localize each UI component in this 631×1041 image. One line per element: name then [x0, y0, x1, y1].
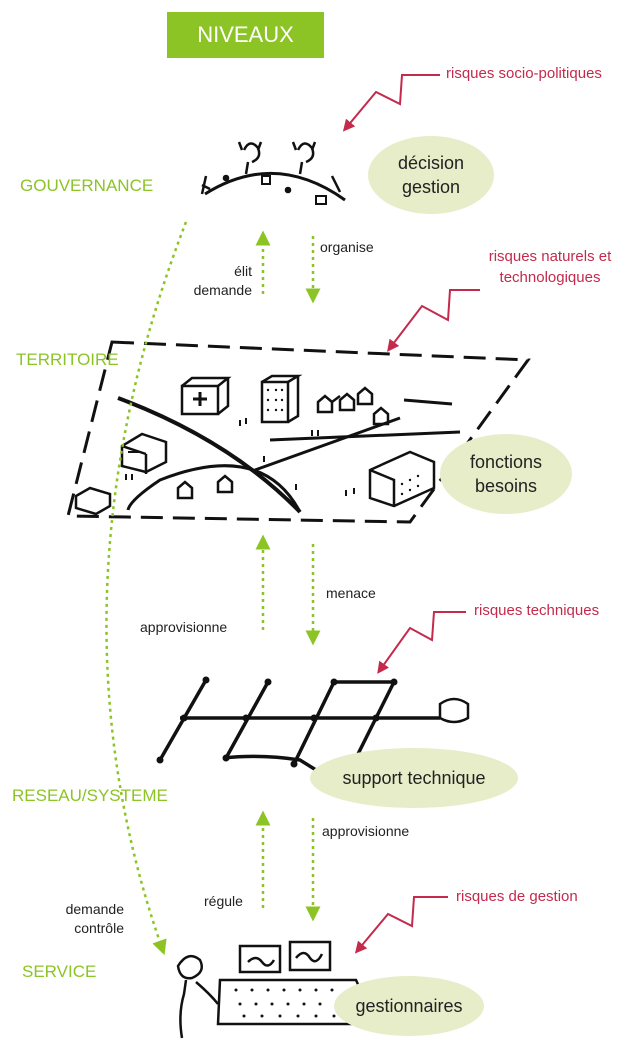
level-service: SERVICE: [22, 962, 97, 981]
ellipse-decision-gestion: décision gestion: [368, 136, 494, 214]
relation-demande: demande: [193, 282, 252, 298]
level-territoire: TERRITOIRE: [16, 350, 119, 369]
network-sketch: [156, 676, 470, 772]
relation-organise: organise: [320, 239, 374, 255]
arrow-demande-controle: [105, 221, 188, 956]
risk-naturels-line2: technologiques: [499, 269, 601, 286]
relation-demande-controle: demande contrôle: [40, 900, 124, 938]
risk-techniques: risques techniques: [474, 602, 600, 619]
relation-approvisionne-down: approvisionne: [322, 823, 410, 839]
ellipse-fonctions-line1: fonctions: [469, 452, 543, 472]
title-label: NIVEAUX: [197, 22, 294, 47]
ellipse-decision-line1: décision: [397, 153, 465, 173]
ellipse-support-technique: support technique: [310, 748, 518, 808]
relation-controle-line: contrôle: [74, 920, 124, 936]
ellipse-support-label: support technique: [342, 768, 486, 788]
relation-approvisionne-up: approvisionne: [140, 619, 228, 635]
ellipse-gestionnaires: gestionnaires: [334, 976, 484, 1036]
ellipse-fonctions-besoins: fonctions besoins: [440, 434, 572, 514]
relation-demande-line: demande: [65, 901, 124, 917]
relation-menace: menace: [326, 585, 376, 601]
relation-elit: élit: [234, 263, 252, 279]
risk-naturels-technologiques: risques naturels et technologiques: [470, 246, 630, 288]
risk-gestion: risques de gestion: [456, 888, 578, 905]
lightning-techniques: [377, 611, 466, 674]
ellipse-decision-line2: gestion: [401, 177, 461, 197]
level-gouvernance: GOUVERNANCE: [20, 176, 154, 195]
lightning-socio: [342, 74, 440, 132]
governance-sketch: [200, 141, 346, 205]
lightning-naturels: [387, 289, 480, 352]
title-box: NIVEAUX: [167, 12, 324, 58]
relation-regule: régule: [204, 893, 243, 909]
risk-naturels-line1: risques naturels et: [488, 248, 612, 265]
relation-elit-demande: élit demande: [176, 262, 252, 300]
lightning-gestion: [354, 896, 448, 954]
territory-sketch: [66, 340, 531, 524]
level-reseau: RESEAU/SYSTEME: [12, 786, 168, 805]
service-sketch: [176, 940, 378, 1039]
ellipse-gestionnaires-label: gestionnaires: [355, 996, 463, 1016]
ellipse-fonctions-line2: besoins: [474, 476, 538, 496]
risk-socio-politiques: risques socio-politiques: [446, 65, 602, 82]
